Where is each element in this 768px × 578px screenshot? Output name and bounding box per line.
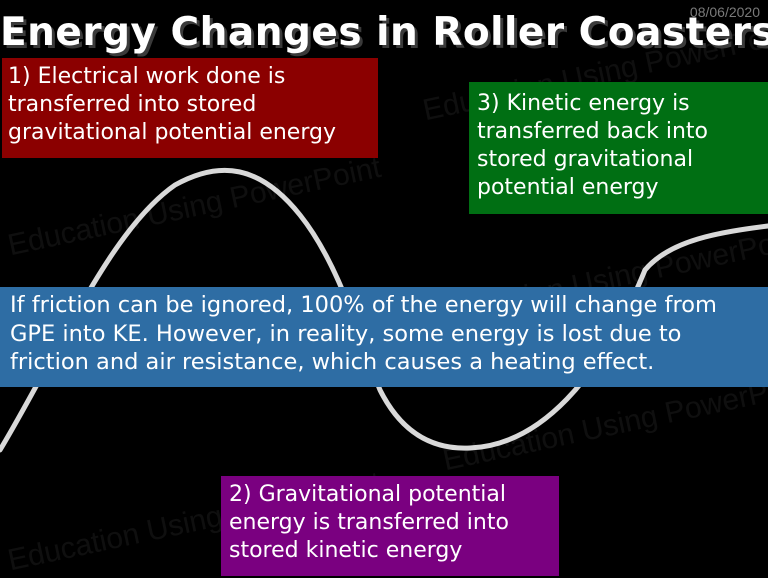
slide-title: Energy Changes in Roller Coasters	[0, 10, 768, 55]
slide-date: 08/06/2020	[689, 4, 760, 20]
step-1-box: 1) Electrical work done is transferred i…	[2, 58, 378, 158]
step-3-box: 3) Kinetic energy is transferred back in…	[469, 82, 768, 214]
step-2-box: 2) Gravitational potential energy is tra…	[221, 476, 559, 576]
friction-note-box: If friction can be ignored, 100% of the …	[0, 287, 768, 387]
